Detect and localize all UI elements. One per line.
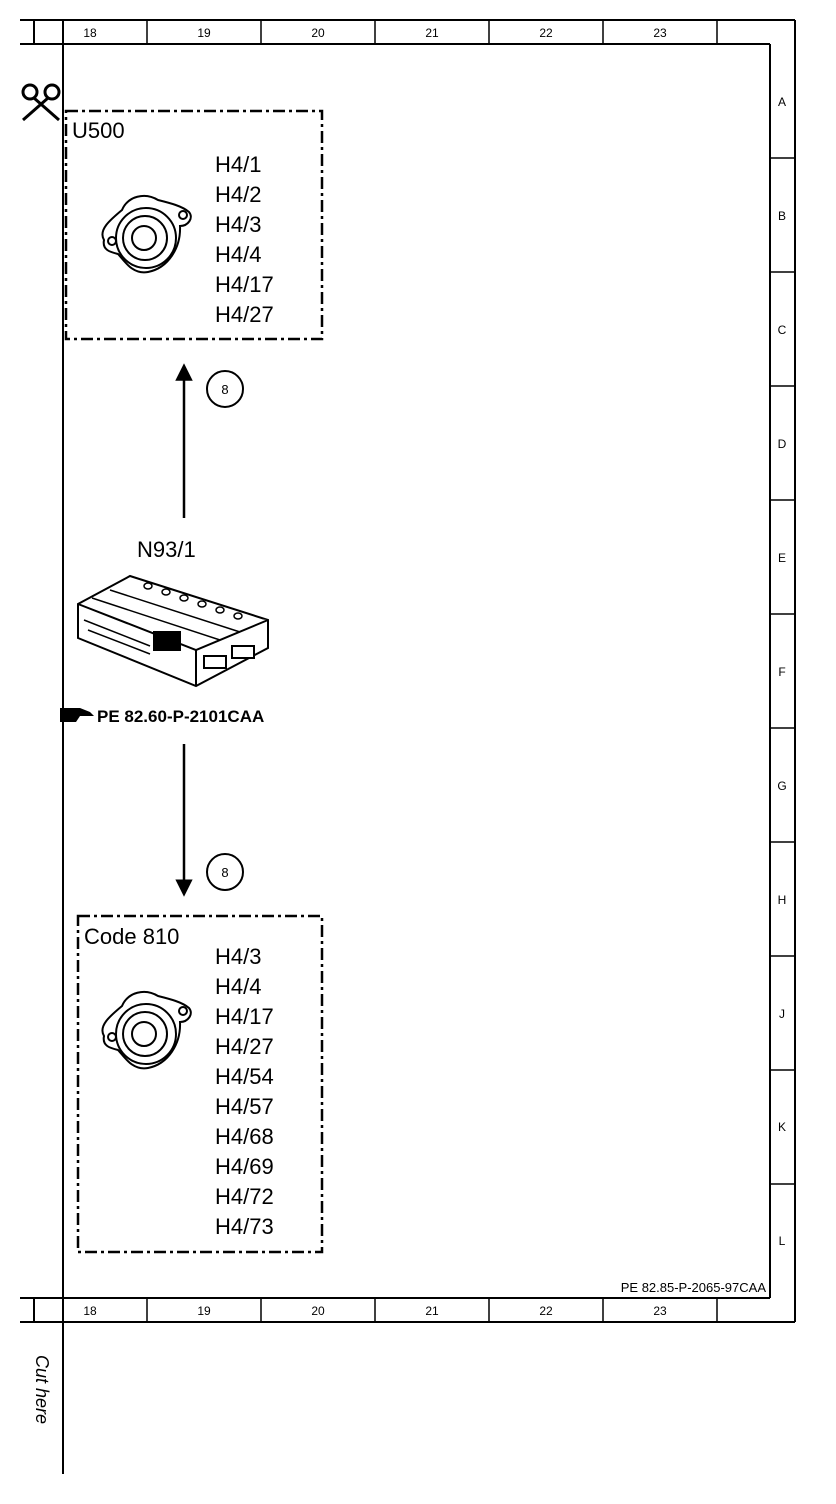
- pin-label: H4/4: [215, 974, 261, 999]
- row-label: B: [778, 209, 786, 223]
- row-label: J: [779, 1007, 785, 1021]
- pin-label: H4/68: [215, 1124, 274, 1149]
- pin-label: H4/27: [215, 302, 274, 327]
- column-label: 21: [425, 26, 439, 40]
- column-label: 18: [83, 1304, 97, 1318]
- line-count-badge: [206, 853, 244, 891]
- pin-label: H4/17: [215, 272, 274, 297]
- code-810-group: Code 810 H4/3 H4/4 H4/17 H4/27 H4/54 H4/…: [76, 914, 324, 1254]
- module-reference: PE 82.60-P-2101CAA: [97, 707, 264, 726]
- line-count-badge-text: 8: [221, 382, 228, 397]
- row-label: H: [778, 893, 787, 907]
- pin-label: H4/57: [215, 1094, 274, 1119]
- u500-title: U500: [72, 118, 125, 143]
- pin-label: H4/69: [215, 1154, 274, 1179]
- column-label: 23: [653, 1304, 667, 1318]
- n93-1-group: N93/1 PE 82.60-P-2101CAA: [60, 537, 269, 726]
- column-dividers: [146, 20, 718, 1322]
- column-label: 22: [539, 26, 553, 40]
- sheet-frame: [20, 19, 796, 1474]
- pin-label: H4/73: [215, 1214, 274, 1239]
- upper-connection: 8: [175, 363, 244, 518]
- column-label: 23: [653, 26, 667, 40]
- u500-group: U500 H4/1 H4/2 H4/3 H4/4 H4/17 H4/27: [64, 109, 324, 341]
- row-label: E: [778, 551, 786, 565]
- row-label: C: [778, 323, 787, 337]
- speaker-icon: [101, 194, 192, 274]
- pin-label: H4/17: [215, 1004, 274, 1029]
- u500-pin-list: H4/1 H4/2 H4/3 H4/4 H4/17 H4/27: [215, 152, 274, 327]
- column-label: 19: [197, 1304, 211, 1318]
- code-810-title: Code 810: [84, 924, 179, 949]
- column-label: 19: [197, 26, 211, 40]
- code-810-box: [76, 914, 324, 1254]
- pin-label: H4/2: [215, 182, 261, 207]
- control-unit-icon: [77, 574, 269, 688]
- column-label: 20: [311, 26, 325, 40]
- row-label: A: [778, 95, 786, 109]
- scissors-icon: [21, 83, 61, 122]
- pointing-hand-icon: [60, 708, 94, 722]
- row-dividers: [770, 157, 795, 1185]
- column-label: 22: [539, 1304, 553, 1318]
- column-labels-bottom: 18 19 20 21 22 23: [83, 1304, 667, 1318]
- pin-label: H4/3: [215, 212, 261, 237]
- row-label: F: [778, 665, 785, 679]
- u500-box: [64, 109, 324, 341]
- column-label: 18: [83, 26, 97, 40]
- lower-connection: 8: [175, 744, 244, 897]
- column-label: 21: [425, 1304, 439, 1318]
- pin-label: H4/3: [215, 944, 261, 969]
- row-label: D: [778, 437, 787, 451]
- pin-label: H4/4: [215, 242, 261, 267]
- pin-label: H4/54: [215, 1064, 274, 1089]
- pin-label: H4/72: [215, 1184, 274, 1209]
- pin-label: H4/27: [215, 1034, 274, 1059]
- speaker-icon: [101, 990, 192, 1070]
- cut-here-label: Cut here: [32, 1355, 52, 1424]
- column-label: 20: [311, 1304, 325, 1318]
- pin-label: H4/1: [215, 152, 261, 177]
- drawing-reference: PE 82.85-P-2065-97CAA: [621, 1280, 767, 1295]
- row-label: K: [778, 1120, 786, 1134]
- module-name: N93/1: [137, 537, 196, 562]
- row-label: L: [779, 1234, 786, 1248]
- row-label: G: [777, 779, 786, 793]
- line-count-badge-text: 8: [221, 865, 228, 880]
- row-labels: A B C D E F G H J K L: [777, 95, 786, 1248]
- column-labels-top: 18 19 20 21 22 23: [83, 26, 667, 40]
- module-contact-slots: [143, 582, 243, 620]
- code-810-pin-list: H4/3 H4/4 H4/17 H4/27 H4/54 H4/57 H4/68 …: [215, 944, 274, 1239]
- line-count-badge: [206, 370, 244, 408]
